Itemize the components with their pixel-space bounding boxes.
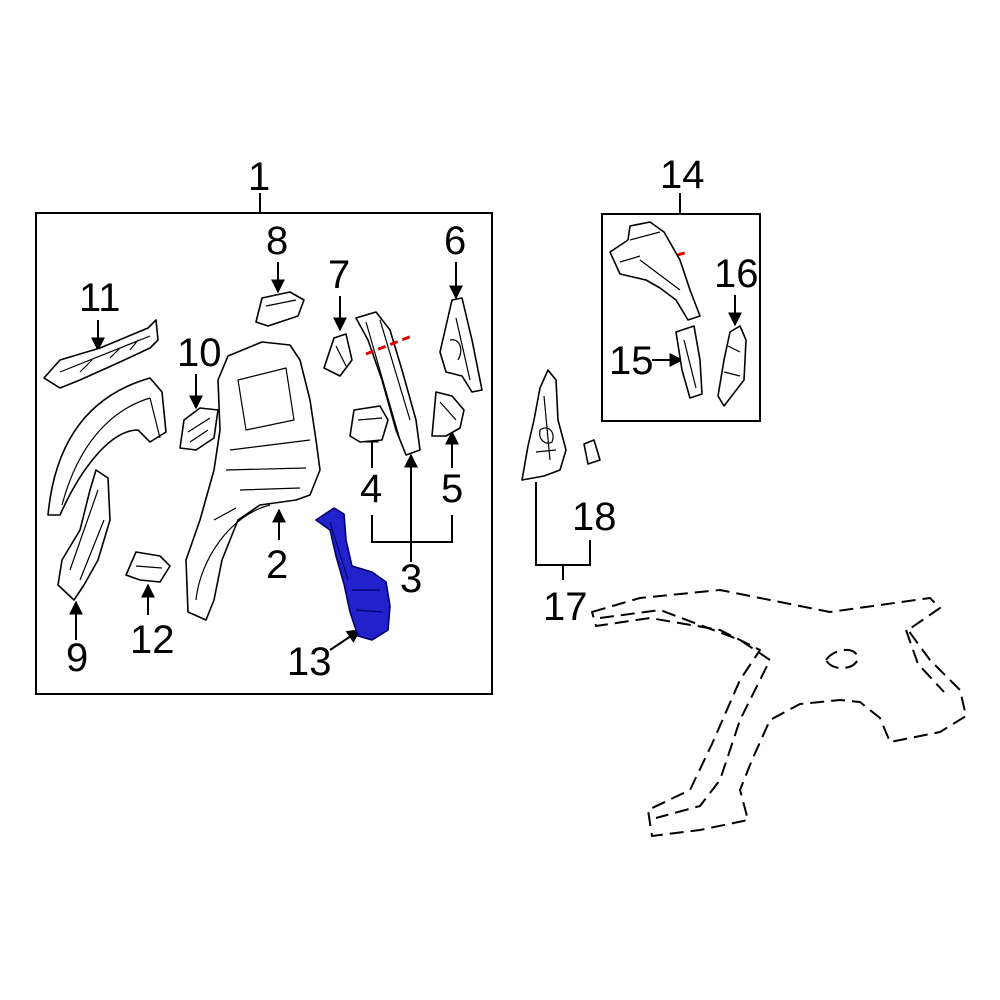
callout-8[interactable]: 8 (266, 219, 288, 263)
part-12-bracket[interactable] (125, 551, 171, 583)
part-16-bracket[interactable] (717, 325, 747, 407)
part-11-rail[interactable] (43, 319, 159, 389)
leader-lines (69, 193, 742, 651)
callout-6[interactable]: 6 (444, 219, 466, 263)
quarter-panel-outline (591, 589, 967, 837)
part-4-bracket[interactable] (349, 405, 389, 443)
part-14-pillar[interactable] (609, 221, 701, 321)
callout-17[interactable]: 17 (543, 585, 588, 629)
callout-13[interactable]: 13 (287, 640, 332, 684)
callout-18[interactable]: 18 (572, 495, 617, 539)
part-5-bracket[interactable] (431, 391, 465, 437)
part-3-pillar[interactable] (355, 311, 421, 456)
part-13-highlighted[interactable] (315, 507, 391, 641)
callout-2[interactable]: 2 (266, 543, 288, 587)
callout-5[interactable]: 5 (441, 467, 463, 511)
part-2-inner-panel[interactable] (185, 341, 321, 621)
callout-4[interactable]: 4 (360, 467, 382, 511)
callout-12[interactable]: 12 (130, 618, 175, 662)
callout-10[interactable]: 10 (177, 331, 222, 375)
part-6-pillar[interactable] (439, 297, 483, 393)
part-9-pillar[interactable] (57, 469, 111, 601)
callout-9[interactable]: 9 (66, 636, 88, 680)
callout-1[interactable]: 1 (248, 155, 270, 199)
callout-16[interactable]: 16 (714, 252, 759, 296)
part-15-bracket[interactable] (675, 325, 703, 399)
part-7-bracket[interactable] (323, 333, 353, 377)
callout-11[interactable]: 11 (79, 276, 121, 320)
part-8-bracket[interactable] (255, 291, 305, 327)
part-18-patch[interactable] (583, 439, 601, 465)
part-wheelhouse-outer[interactable] (47, 377, 167, 516)
assembly-1-frame (35, 212, 493, 695)
part-17-pillar[interactable] (521, 369, 567, 481)
cut-line-3 (365, 334, 413, 356)
part-10-bracket[interactable] (179, 407, 219, 451)
callout-14[interactable]: 14 (660, 153, 705, 197)
callout-7[interactable]: 7 (328, 253, 350, 297)
callout-15[interactable]: 15 (609, 339, 654, 383)
callout-3[interactable]: 3 (400, 557, 422, 601)
